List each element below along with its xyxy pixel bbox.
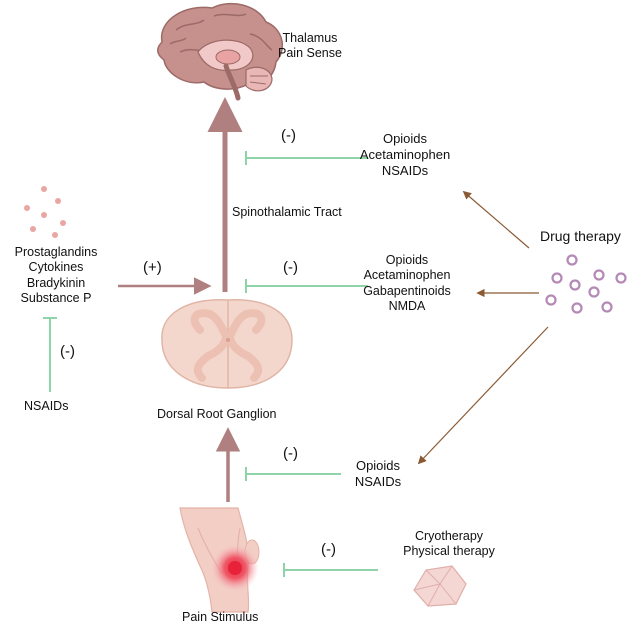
drug-therapy-label: Drug therapy: [540, 228, 621, 244]
drug-item: NSAIDs: [381, 162, 429, 178]
brain-icon: [157, 2, 284, 101]
drug-to-thalamus-arrow: [462, 190, 530, 249]
knee-joint-icon: [179, 507, 260, 613]
therapy-item: Cryotherapy: [414, 529, 484, 543]
drug-molecules-icon: [545, 254, 627, 314]
mediator-effect-sign: (+): [143, 259, 162, 276]
peripheral-inhibition-sign: (-): [283, 445, 298, 462]
drug-item: NMDA: [388, 298, 426, 313]
physical-inhibition-sign: (-): [321, 541, 336, 558]
thalamus-label-line: Thalamus: [282, 31, 338, 45]
nsaid-inhibition-sign: (-): [60, 343, 75, 360]
mediator-item: Bradykinin: [26, 275, 86, 290]
mediator-item: Cytokines: [28, 260, 84, 275]
spinothalamic-tract-label: Spinothalamic Tract: [232, 205, 342, 219]
drug-item: Acetaminophen: [359, 146, 451, 162]
thalamus-label-line: Pain Sense: [278, 46, 342, 61]
drug-item: Opioids: [382, 131, 428, 146]
spinal-inhibition-sign: (-): [283, 259, 298, 276]
drug-item: Acetaminophen: [363, 268, 451, 283]
drug-item: NSAIDs: [354, 473, 402, 489]
ice-cube-icon: [413, 565, 467, 607]
physical-inhibition-bar: [283, 563, 378, 577]
thalamus-inhibition-bar: [245, 151, 368, 165]
nsaid-label: NSAIDs: [24, 399, 69, 413]
peripheral-drug-list: Opioids NSAIDs: [347, 458, 409, 490]
therapy-item: Physical therapy: [403, 544, 495, 559]
nsaid-mediator-inhibition-bar: [43, 317, 57, 392]
thalamus-drug-list: Opioids Acetaminophen NSAIDs: [346, 131, 464, 179]
pain-stimulus-label: Pain Stimulus: [182, 610, 259, 624]
drug-item: Opioids: [385, 253, 429, 267]
drug-item: Gabapentinoids: [363, 283, 451, 298]
physical-therapy-list: Cryotherapy Physical therapy: [395, 529, 503, 560]
drug-item: Opioids: [355, 458, 401, 473]
thalamus-label: Thalamus Pain Sense: [278, 31, 342, 62]
thalamus-inhibition-sign: (-): [281, 127, 296, 144]
mediator-list: Prostaglandins Cytokines Bradykinin Subs…: [1, 245, 111, 306]
mediator-item: Prostaglandins: [14, 245, 98, 259]
peripheral-inhibition-bar: [245, 467, 341, 481]
spinal-drug-list: Opioids Acetaminophen Gabapentinoids NMD…: [351, 253, 463, 314]
drug-to-peripheral-arrow: [417, 326, 549, 465]
spinal-cord-icon: [161, 299, 293, 389]
drg-label: Dorsal Root Ganglion: [157, 407, 277, 421]
spinal-inhibition-bar: [245, 279, 368, 293]
mediator-item: Substance P: [20, 290, 92, 305]
mediator-dots-icon: [24, 186, 66, 238]
